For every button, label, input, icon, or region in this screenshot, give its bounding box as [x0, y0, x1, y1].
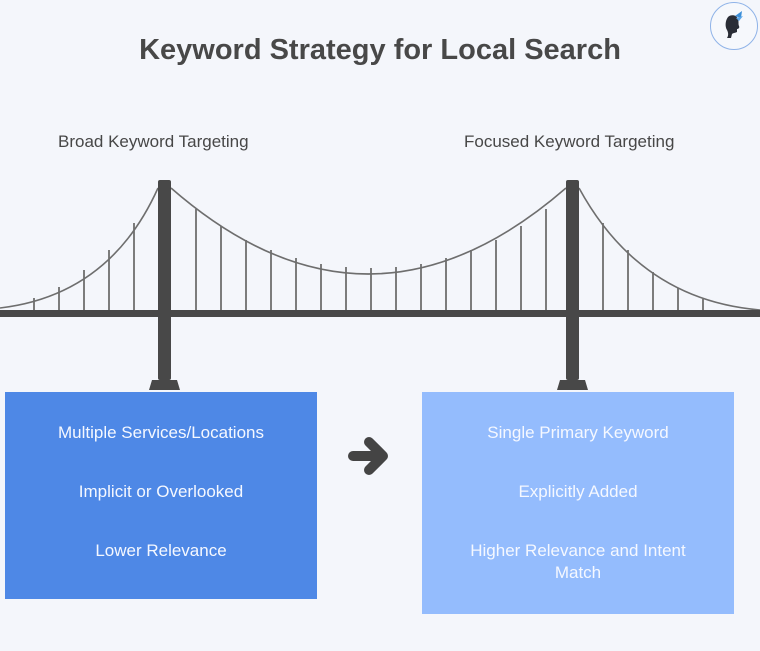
left-tower-label: Broad Keyword Targeting [58, 132, 249, 151]
focused-item-2: Explicitly Added [518, 482, 638, 501]
focused-item-3: Higher Relevance and Intent Match [470, 541, 686, 582]
arrow-right-icon [347, 434, 393, 483]
broad-item-3: Lower Relevance [95, 541, 227, 560]
bridge-hangers [33, 209, 704, 310]
bridge-cables [0, 187, 760, 311]
broad-item-1: Multiple Services/Locations [58, 423, 264, 442]
silhouette-logo-icon [725, 11, 743, 38]
broad-targeting-box: Multiple Services/Locations Implicit or … [5, 392, 317, 599]
right-tower-label: Focused Keyword Targeting [464, 132, 675, 151]
bridge-deck [0, 310, 760, 317]
page-title: Keyword Strategy for Local Search [139, 34, 621, 66]
right-tower [557, 180, 588, 390]
focused-item-1: Single Primary Keyword [487, 423, 669, 442]
broad-item-2: Implicit or Overlooked [78, 482, 244, 501]
brand-logo [710, 2, 758, 50]
left-tower [149, 180, 180, 390]
focused-targeting-box: Single Primary Keyword Explicitly Added … [422, 392, 734, 614]
suspension-bridge [0, 180, 760, 390]
